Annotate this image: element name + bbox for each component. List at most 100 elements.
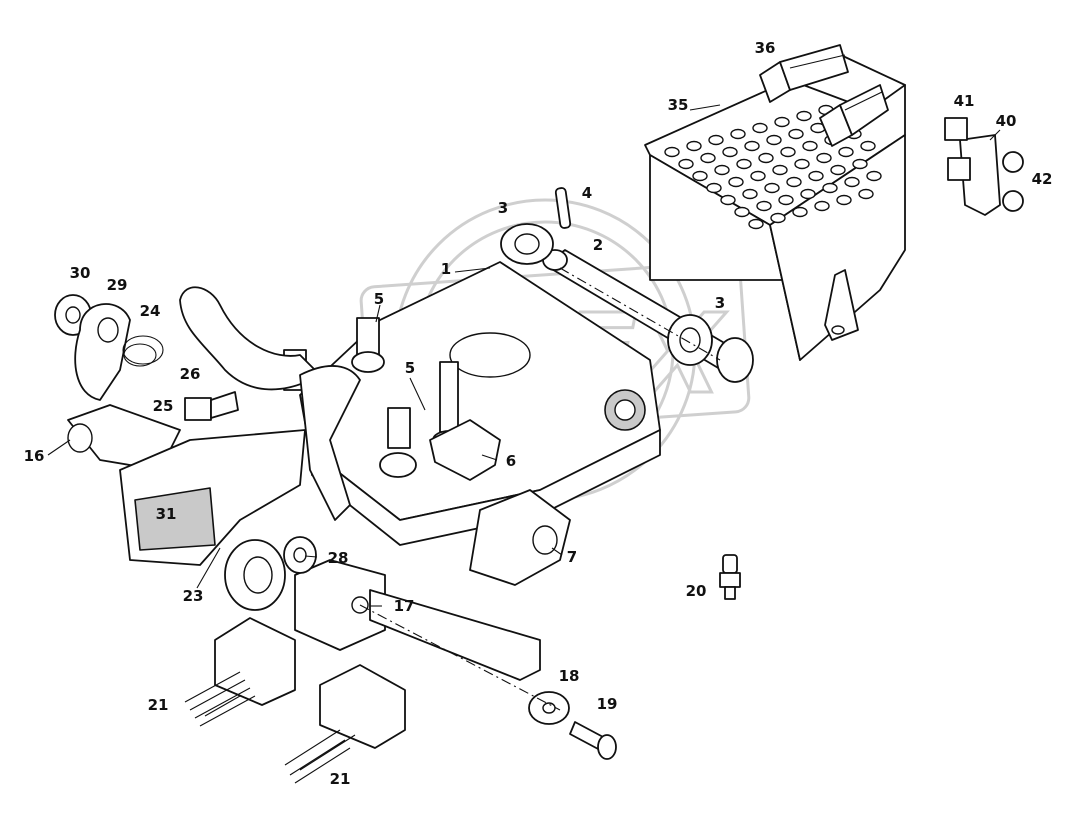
perforation-hole — [860, 140, 876, 152]
clamp-block-17 — [294, 559, 541, 681]
pressure-block-right — [319, 664, 406, 749]
callout-3-top: 3 — [498, 199, 508, 217]
screw-19 — [569, 721, 617, 760]
perforation-hole — [808, 170, 824, 182]
spring-clip-24 — [122, 335, 164, 367]
perforation-hole — [766, 134, 782, 146]
cover-35 — [644, 49, 906, 361]
perforation-hole — [796, 110, 812, 122]
callout-26: 26 — [180, 365, 201, 383]
grease-nipple-20 — [719, 554, 741, 600]
callout-6: 6 — [506, 452, 516, 470]
perforation-hole — [814, 200, 830, 212]
callout-42: 42 — [1032, 170, 1053, 188]
bolt-36 — [759, 44, 889, 147]
callout-21-left: 21 — [148, 696, 169, 714]
perforation-hole — [802, 140, 818, 152]
callout-17: 17 — [394, 597, 415, 615]
perforation-hole — [822, 182, 838, 194]
perforation-hole — [792, 206, 808, 218]
housing-7 — [469, 489, 571, 586]
spring-21-right — [284, 729, 356, 784]
callout-29: 29 — [107, 276, 128, 294]
callout-5-top: 5 — [374, 290, 384, 308]
perforation-hole — [692, 170, 708, 182]
perforation-hole — [734, 206, 750, 218]
callout-40: 40 — [996, 112, 1017, 130]
callout-1: 1 — [441, 260, 451, 278]
perforation-hole — [736, 158, 752, 170]
callout-16: 16 — [24, 447, 45, 465]
washer-28 — [283, 536, 317, 574]
perforation-hole — [750, 170, 766, 182]
callout-36: 36 — [755, 39, 776, 57]
perforation-hole — [706, 182, 722, 194]
perforation-hole — [816, 152, 832, 164]
callout-35: 35 — [668, 96, 689, 114]
perforation-hole — [708, 134, 724, 146]
perforation-hole — [748, 218, 764, 230]
callout-28: 28 — [328, 549, 349, 567]
perforation-hole — [744, 140, 760, 152]
perforation-hole — [758, 152, 774, 164]
perforation-hole — [772, 164, 788, 176]
perforation-hole — [858, 188, 874, 200]
clamp-40-41-42 — [944, 117, 1024, 216]
lever-arm — [179, 286, 361, 521]
perforation-hole — [830, 164, 846, 176]
perforation-hole — [764, 182, 780, 194]
perforation-hole — [800, 188, 816, 200]
perforation-hole — [714, 164, 730, 176]
callout-18: 18 — [559, 667, 580, 685]
perforation-hole — [686, 140, 702, 152]
callout-20: 20 — [686, 582, 707, 600]
perforation-hole — [742, 188, 758, 200]
perforation-hole — [756, 200, 772, 212]
perforation-hole — [866, 170, 882, 182]
perforation-hole — [774, 116, 790, 128]
link-29 — [74, 303, 131, 401]
perforation-hole — [730, 128, 746, 140]
perforation-hole — [788, 128, 804, 140]
slide-block-16 — [67, 404, 306, 566]
callout-7: 7 — [567, 548, 577, 566]
bolt-26 — [184, 391, 239, 421]
pressure-block-left — [214, 617, 296, 706]
leader-lines — [47, 104, 1001, 607]
washer-18 — [528, 691, 570, 725]
washer-3-top — [500, 223, 554, 265]
callout-2: 2 — [593, 236, 603, 254]
perforation-hole — [700, 152, 716, 164]
perforation-hole — [794, 158, 810, 170]
callout-24: 24 — [140, 302, 161, 320]
callout-25: 25 — [153, 397, 174, 415]
perforation-hole — [752, 122, 768, 134]
perforation-hole — [664, 146, 680, 158]
perforation-hole — [720, 194, 736, 206]
washer-3-right — [667, 314, 713, 366]
roller-23 — [224, 539, 286, 611]
perforation-hole — [770, 212, 786, 224]
callout-30: 30 — [70, 264, 91, 282]
callout-5-mid: 5 — [405, 359, 415, 377]
perforation-hole — [844, 176, 860, 188]
spring-21-left — [184, 671, 256, 727]
perforation-hole — [786, 176, 802, 188]
callout-41: 41 — [954, 92, 975, 110]
washer-30 — [54, 294, 92, 336]
perforation-hole — [836, 194, 852, 206]
perforation-hole — [780, 146, 796, 158]
perforation-hole — [852, 158, 868, 170]
perforation-hole — [778, 194, 794, 206]
callout-19: 19 — [597, 695, 618, 713]
locking-plate-6 — [429, 419, 501, 481]
callout-4: 4 — [582, 184, 592, 202]
callout-23: 23 — [183, 587, 204, 605]
perforation-hole — [728, 176, 744, 188]
callout-31: 31 — [156, 505, 177, 523]
perforation-hole — [722, 146, 738, 158]
callout-3-right: 3 — [715, 294, 725, 312]
callout-21-right: 21 — [330, 770, 351, 788]
